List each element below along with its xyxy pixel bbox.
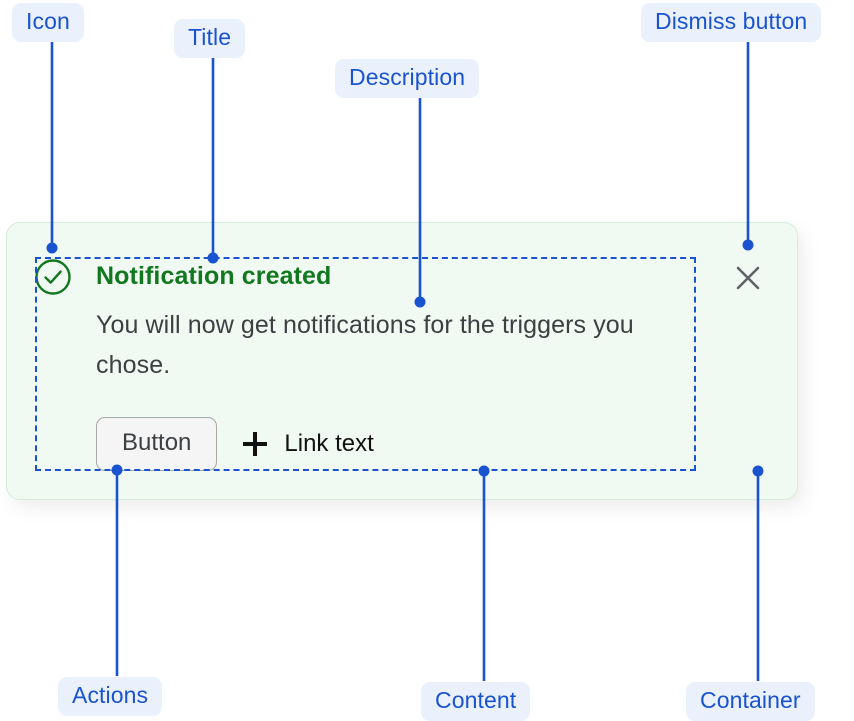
check-circle-icon [34,258,72,296]
notification-actions: Button Link text [96,417,374,471]
dismiss-button[interactable] [731,261,765,295]
leader-dismiss [742,40,754,251]
notification-description: You will now get notifications for the t… [96,311,634,379]
action-link-label: Link text [284,430,374,457]
action-link[interactable]: Link text [243,430,374,458]
callout-label-title: Title [174,19,246,59]
callout-label-actions: Actions [58,677,163,717]
plus-icon [243,432,268,456]
callout-label-icon: Icon [12,3,84,43]
callout-label-content: Content [421,682,531,721]
close-icon [736,266,760,290]
notification-title: Notification created [96,262,332,290]
callout-label-description: Description [335,59,480,99]
callout-label-container: Container [686,682,815,721]
action-button[interactable]: Button [96,417,218,471]
callout-label-dismiss-button: Dismiss button [641,3,822,43]
notification-text-block: Notification created You will now get no… [96,259,696,385]
